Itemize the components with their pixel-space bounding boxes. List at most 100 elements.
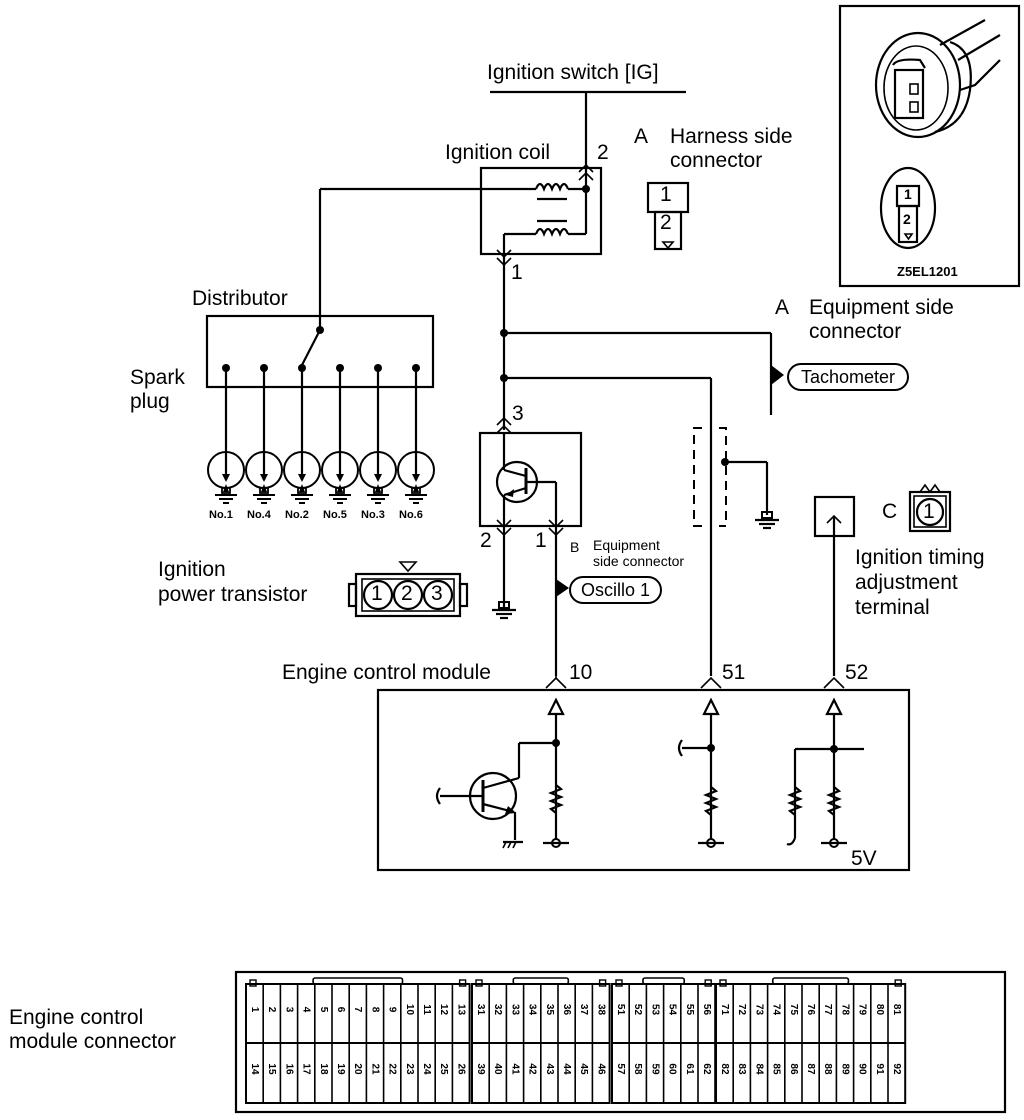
ecm-pin-51-label: 51 — [722, 661, 746, 684]
shield-right — [719, 427, 727, 527]
power-transistor-box — [478, 431, 583, 528]
ecm-connector-pin-89: 89 — [839, 1063, 850, 1075]
photo-conn-pin-1: 1 — [904, 186, 912, 202]
spark-plug-label-6: No.6 — [399, 509, 423, 521]
ign-power-transistor-label: Ignition — [158, 558, 226, 581]
ecm-connector-pin-59: 59 — [649, 1063, 660, 1075]
timing-label: Ignition timing — [855, 546, 985, 569]
harness-conn-pin-2: 2 — [660, 211, 672, 234]
coil-pin1-terminal-icon — [496, 249, 512, 267]
harness-side-label: Harness side — [670, 125, 793, 148]
spark-plug-label-2: No.4 — [247, 509, 271, 521]
ecm-connector-label: Engine control — [9, 1006, 144, 1029]
ecm-pin52-terminal-icon — [823, 676, 845, 689]
ecm-connector-pin-24: 24 — [421, 1063, 432, 1075]
ecm-pin10-terminal-icon — [545, 676, 567, 689]
ecm-connector-pin-22: 22 — [387, 1063, 398, 1075]
ecm-connector-pin-8: 8 — [369, 1007, 380, 1013]
ecm-connector-pin-20: 20 — [352, 1063, 363, 1075]
ecm-connector-pin-78: 78 — [839, 1004, 850, 1016]
ground-icon — [492, 601, 516, 620]
ecm-connector-pin-58: 58 — [632, 1063, 643, 1075]
ecm-connector-pin-62: 62 — [701, 1063, 712, 1075]
spark-plug-label-2: plug — [130, 390, 170, 413]
ecm-connector-pin-32: 32 — [492, 1004, 503, 1016]
ecm-connector-pin-84: 84 — [753, 1063, 764, 1075]
ecm-connector-pin-54: 54 — [667, 1004, 678, 1016]
ecm-connector-pin-37: 37 — [578, 1004, 589, 1016]
ecm-connector-pin-71: 71 — [719, 1004, 730, 1016]
resistor-icon — [703, 786, 719, 816]
ecm-connector-pin-44: 44 — [561, 1063, 572, 1075]
ecm-connector-pin-52: 52 — [632, 1004, 643, 1016]
ecm-connector-pin-31: 31 — [475, 1004, 486, 1016]
ecm-connector-pin-82: 82 — [719, 1063, 730, 1075]
timing-label-3: terminal — [855, 596, 930, 619]
ecm-label: Engine control module — [282, 661, 491, 684]
spark-plug-5 — [359, 364, 397, 504]
tachometer-label: Tachometer — [787, 363, 910, 391]
primary-coil-icon — [534, 227, 570, 237]
ecm-connector-pin-21: 21 — [369, 1063, 380, 1075]
spark-plug-label-5: No.3 — [361, 509, 385, 521]
ecm-connector-pin-85: 85 — [771, 1063, 782, 1075]
ecm-connector-pin-14: 14 — [249, 1063, 260, 1075]
ign-power-transistor-label-2: power transistor — [158, 583, 308, 606]
ecm-circuit-pin52 — [786, 697, 864, 848]
ecm-connector-pin-38: 38 — [595, 1004, 606, 1016]
transistor-conn-pin-3: 3 — [431, 582, 443, 605]
distributor-box — [205, 314, 435, 389]
oscillo-label: Oscillo 1 — [569, 576, 663, 604]
spark-plug-4 — [321, 364, 359, 504]
ecm-connector-pin-75: 75 — [788, 1004, 799, 1016]
ecm-connector-pin-17: 17 — [301, 1063, 312, 1075]
ecm-connector-pin-6: 6 — [335, 1007, 346, 1013]
harness-conn-pin-1: 1 — [660, 183, 672, 206]
ecm-connector-pin-57: 57 — [615, 1063, 626, 1075]
ecm-connector-pin-19: 19 — [335, 1063, 346, 1075]
equip-side-label-2: connector — [809, 320, 902, 343]
photo-code: Z5EL1201 — [897, 264, 958, 279]
spark-plug-label-1: No.1 — [209, 509, 233, 521]
coil-pin2-terminal-icon — [578, 163, 594, 181]
ecm-connector-pin-81: 81 — [891, 1004, 902, 1016]
transistor-pin-1-label: 1 — [535, 529, 547, 552]
ecm-connector-pin-25: 25 — [438, 1063, 449, 1075]
equip-b-label: Equipment — [593, 537, 660, 553]
spark-plug-label-3: No.2 — [285, 509, 309, 521]
ecm-connector-pin-77: 77 — [822, 1004, 833, 1016]
equip-b-label-2: side connector — [593, 553, 685, 569]
equip-side-letter: A — [775, 296, 790, 319]
resistor-icon — [826, 786, 842, 816]
ecm-connector-pin-11: 11 — [421, 1004, 432, 1015]
shield-left — [693, 427, 702, 527]
resistor-icon — [548, 784, 564, 814]
ecm-connector-pin-2: 2 — [266, 1007, 277, 1013]
ecm-connector-pin-91: 91 — [874, 1063, 885, 1075]
ecm-connector-pin-18: 18 — [318, 1063, 329, 1075]
ecm-connector-pin-56: 56 — [701, 1004, 712, 1016]
ecm-connector-label-2: module connector — [9, 1030, 176, 1053]
ecm-connector-pin-80: 80 — [874, 1004, 885, 1016]
ignition-switch-label: Ignition switch [IG] — [487, 61, 659, 84]
ground-icon — [755, 511, 779, 530]
spark-plug-1 — [207, 364, 245, 504]
transistor-pin2-terminal-icon — [496, 519, 512, 537]
coil-pin-2-label: 2 — [597, 141, 609, 164]
ecm-connector-pin-7: 7 — [352, 1007, 363, 1013]
equip-side-label: Equipment side — [809, 296, 954, 319]
ecm-connector-pin-26: 26 — [455, 1063, 466, 1075]
ecm-connector-pin-92: 92 — [891, 1063, 902, 1075]
ecm-connector-pin-86: 86 — [788, 1063, 799, 1075]
ecm-connector-pin-15: 15 — [266, 1063, 277, 1075]
photo-conn-pin-2: 2 — [903, 211, 911, 227]
transistor-pin-3-label: 3 — [512, 402, 524, 425]
ecm-connector-pin-74: 74 — [771, 1004, 782, 1016]
ecm-connector-pin-42: 42 — [527, 1063, 538, 1075]
ecm-connector-pin-36: 36 — [561, 1004, 572, 1016]
ecm-connector-pin-88: 88 — [822, 1063, 833, 1075]
